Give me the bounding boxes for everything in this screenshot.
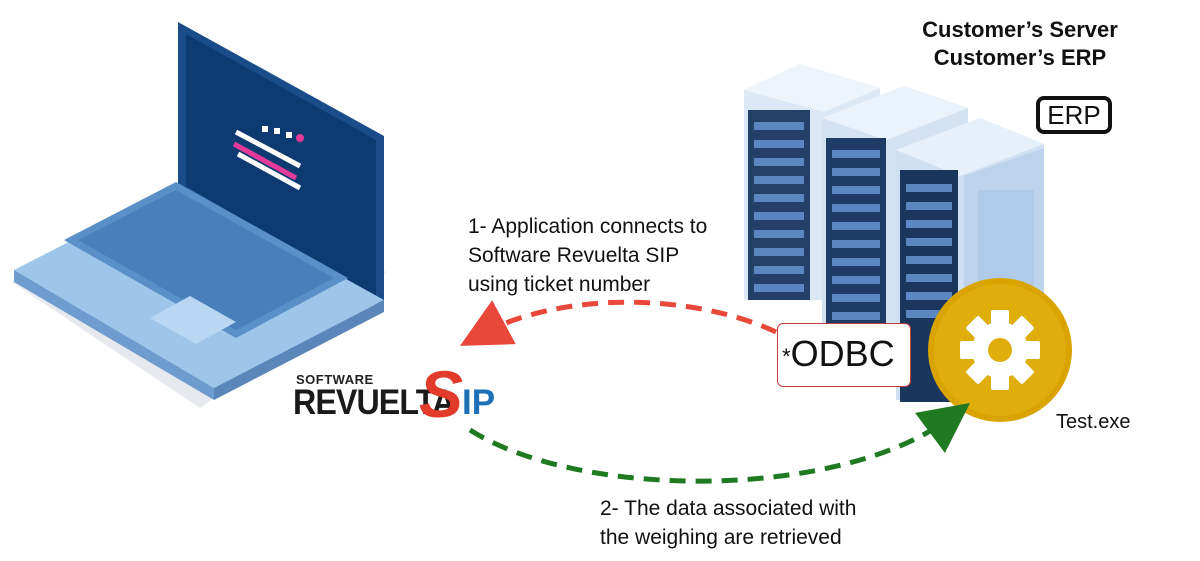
step1-line3: using ticket number [468, 273, 651, 296]
laptop-icon [12, 22, 386, 408]
step2-line2: the weighing are retrieved [600, 526, 842, 549]
test-exe-label: Test.exe [1056, 411, 1131, 433]
server-title: Customer’s Server Customer’s ERP [900, 16, 1140, 72]
server-title-line1: Customer’s Server [922, 17, 1118, 42]
arrow-right-icon [468, 403, 971, 484]
brand-logo-s: S [419, 357, 464, 431]
step2-label: 2- The data associated with the weighing… [600, 494, 920, 552]
server-rack-icon [744, 64, 1044, 402]
step1-label: 1- Application connects to Software Revu… [468, 212, 768, 299]
odbc-label: ODBC [790, 333, 895, 374]
step1-line2: Software Revuelta SIP [468, 244, 680, 267]
step1-line1: 1- Application connects to [468, 215, 708, 238]
erp-badge: ERP [1036, 96, 1112, 134]
odbc-box: *ODBC [777, 323, 911, 387]
gear-icon [928, 278, 1072, 422]
server-title-line2: Customer’s ERP [933, 45, 1107, 70]
step2-line1: 2- The data associated with [600, 497, 857, 520]
odbc-asterisk: * [782, 344, 791, 369]
brand-logo-ip: IP [462, 383, 496, 422]
arrow-left-icon [459, 299, 778, 346]
brand-logo-small-text: SOFTWARE [296, 372, 374, 387]
brand-logo-main-text: REVUELTA [293, 383, 455, 422]
